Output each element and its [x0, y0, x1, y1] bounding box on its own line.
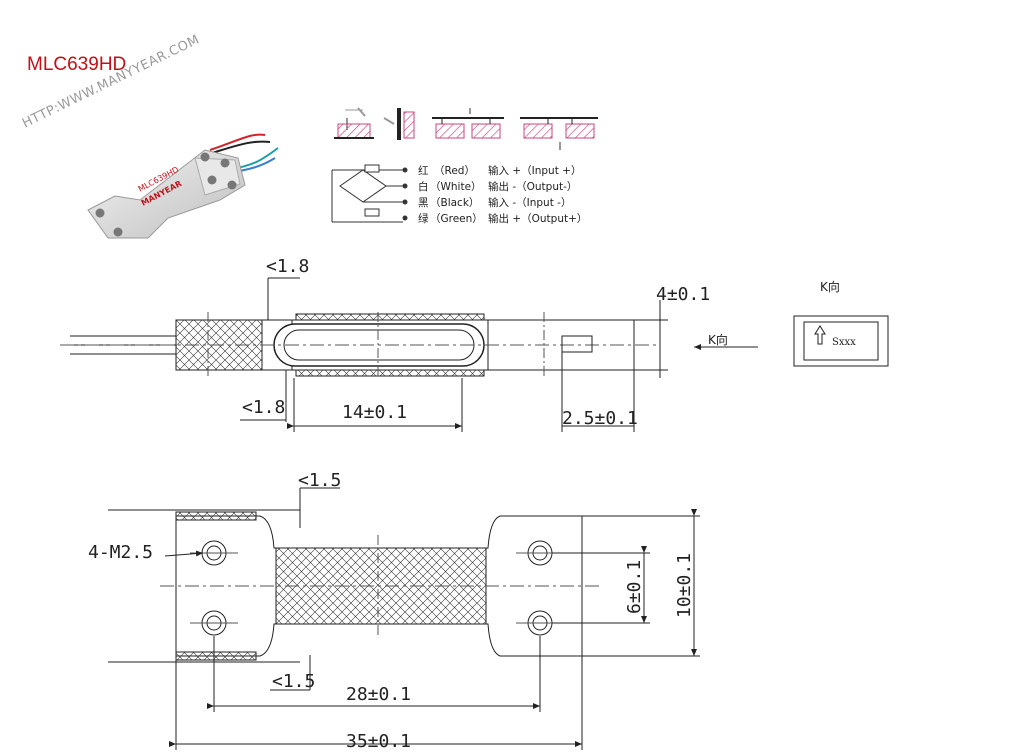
dim-top-gap-bottom: <1.5	[272, 671, 315, 692]
dim-top-hole-pitch: 28±0.1	[346, 684, 411, 705]
k-view-title: K向	[820, 279, 840, 294]
k-view	[793, 315, 889, 367]
side-view	[60, 277, 758, 432]
top-view	[108, 487, 700, 750]
dim-top-gap-top: <1.5	[298, 470, 341, 491]
dim-side-gap-bottom: <1.8	[242, 397, 285, 418]
wire-green-func: 输出 +（Output+）	[488, 212, 587, 225]
wire-green-en: （Green）	[430, 213, 483, 225]
wire-black-func: 输入 -（Input -）	[488, 196, 571, 209]
product-photo: MLC639HD MANYEAR	[87, 133, 279, 239]
bridge-schematic	[331, 164, 408, 223]
dim-side-gap-top: <1.8	[266, 256, 309, 277]
dim-side-offset: 2.5±0.1	[562, 408, 638, 429]
dim-top-hole-span: 6±0.1	[624, 560, 645, 614]
wire-white-en: （White）	[430, 181, 482, 193]
wire-red-func: 输入 +（Input +）	[488, 164, 581, 177]
wire-white-func: 输出 -（Output-）	[488, 180, 577, 193]
k-direction-label: K向	[708, 332, 728, 347]
wire-black-en: （Black）	[430, 197, 479, 209]
dim-side-slot: 14±0.1	[342, 402, 407, 423]
wire-white-cn: 白	[418, 180, 429, 193]
loading-diagrams	[334, 107, 598, 150]
k-view-marking: Sxxx	[832, 337, 856, 348]
wire-black-cn: 黑	[418, 197, 429, 209]
dim-top-width: 10±0.1	[674, 553, 695, 618]
wire-red-en: （Red）	[434, 165, 475, 177]
dim-top-holes: 4-M2.5	[88, 542, 153, 563]
wire-red-cn: 红	[418, 164, 429, 177]
dim-top-length: 35±0.1	[346, 731, 411, 752]
wire-legend: 红 （Red） 输入 +（Input +） 白 （White） 输出 -（Out…	[418, 164, 587, 225]
model-title: MLC639HD	[27, 54, 127, 75]
wire-green-cn: 绿	[418, 212, 429, 225]
dim-side-thickness: 4±0.1	[656, 284, 710, 305]
